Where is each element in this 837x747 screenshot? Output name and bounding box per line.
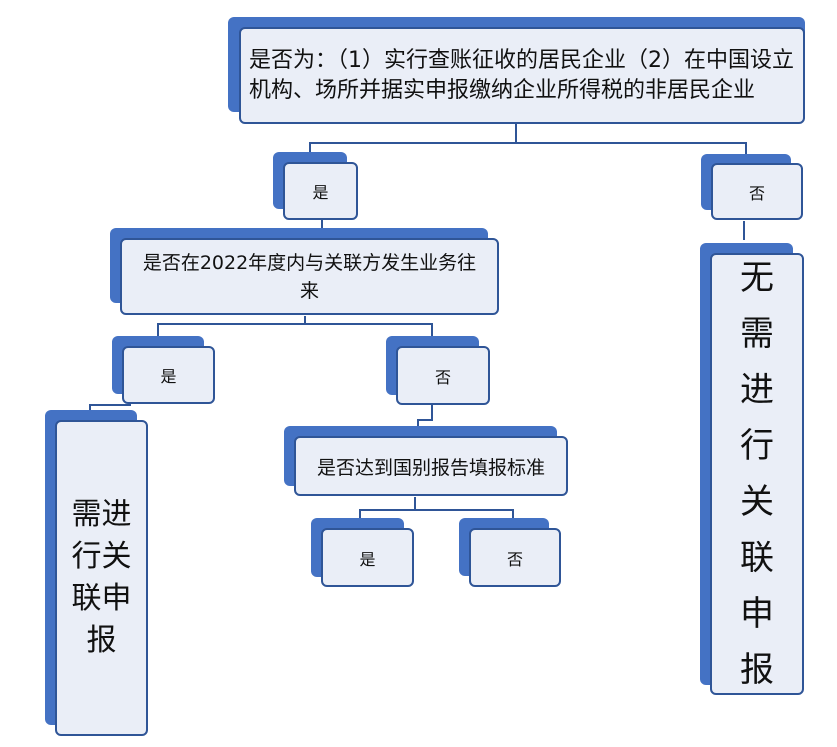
result-report-required-text: 需进行关联申报	[71, 497, 132, 658]
answer-yes-label: 是	[359, 549, 376, 569]
cbc-threshold-question-text: 是否达到国别报告填报标准	[316, 456, 545, 479]
node-box: 无需进行关联申报	[710, 253, 804, 695]
root-question-text: 是否为：（1）实行查账征收的居民企业（2）在中国设立机构、场所并据实申报缴纳企业…	[249, 47, 794, 103]
node-box: 否	[396, 346, 490, 405]
node-box: 是	[122, 346, 215, 404]
node-box: 是否在2022年度内与关联方发生业务往来	[120, 238, 499, 315]
node-box: 需进行关联申报	[55, 420, 148, 736]
node-box: 否	[711, 163, 803, 220]
node-box: 否	[469, 528, 561, 587]
node-box: 是否为：（1）实行查账征收的居民企业（2）在中国设立机构、场所并据实申报缴纳企业…	[239, 27, 805, 124]
related-party-question-text: 是否在2022年度内与关联方发生业务往来	[142, 251, 477, 302]
node-box: 是	[283, 162, 358, 220]
node-box: 是否达到国别报告填报标准	[294, 436, 568, 496]
node-box: 是	[321, 528, 414, 587]
answer-yes-label: 是	[160, 367, 177, 386]
answer-no-label: 否	[748, 183, 765, 203]
answer-no-label: 否	[506, 549, 523, 569]
answer-yes-label: 是	[312, 183, 329, 202]
result-report-not-required-text: 无需进行关联申报	[740, 258, 774, 690]
answer-no-label: 否	[434, 367, 451, 387]
